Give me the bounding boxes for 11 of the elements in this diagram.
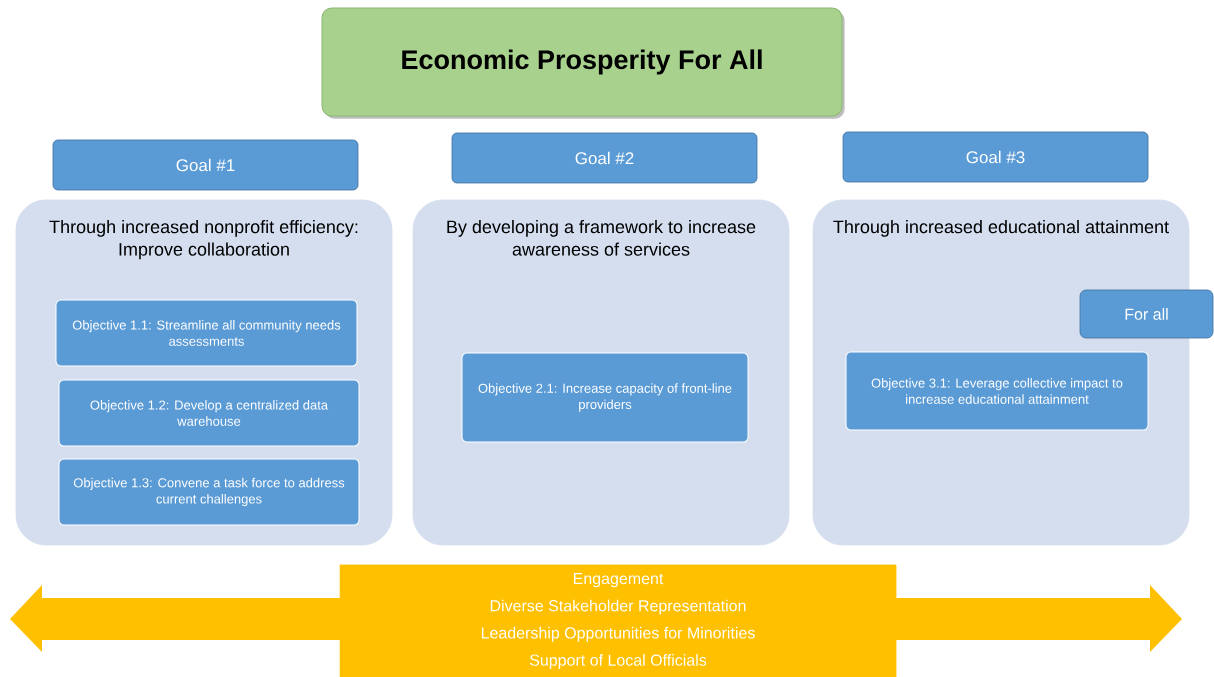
objective-box: Objective 3.1: Leverage collective impact to increase educational attainment <box>845 351 1149 431</box>
goal-box: Goal #1 <box>52 139 359 191</box>
goal-box: Goal #3 <box>842 131 1149 183</box>
goal-box: Goal #2 <box>451 132 758 184</box>
banner-box: Engagement Diverse Stakeholder Representation Leadership Opportunities for Minorities Support of Local Officials <box>339 564 897 677</box>
objective-box: Objective 1.2: Develop a centralized data warehouse <box>58 379 360 447</box>
objective-box: Objective 1.3: Convene a task force to address current challenges <box>58 458 360 526</box>
title-box: Economic Prosperity For All <box>321 7 845 119</box>
tag-box: For all <box>1079 289 1214 339</box>
objective-box: Objective 2.1: Increase capacity of front-line providers <box>461 352 749 443</box>
objective-box: Objective 1.1: Streamline all community needs assessments <box>55 299 358 367</box>
